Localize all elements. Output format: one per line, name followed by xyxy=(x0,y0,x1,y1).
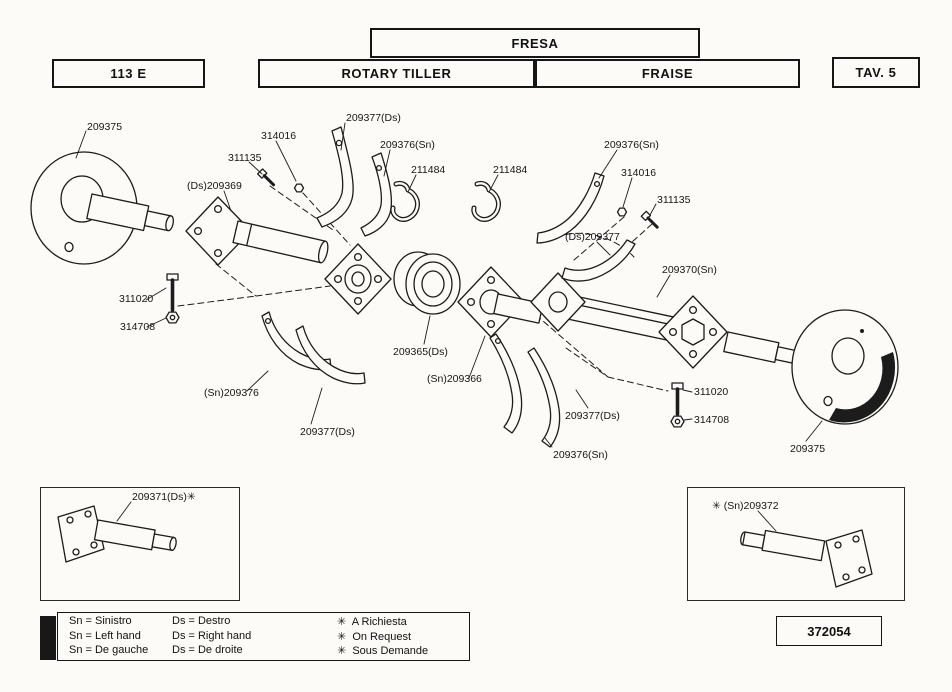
leader-line xyxy=(805,420,823,442)
legend-row: Sn = Sinistro Ds = Destro ✳ A Richiesta xyxy=(58,615,469,630)
part-label: 314708 xyxy=(694,414,730,426)
leader-line xyxy=(310,387,323,425)
leader-line xyxy=(246,370,269,392)
binding-mark xyxy=(40,616,56,660)
part-label: 209371(Ds)✳ xyxy=(132,491,196,503)
leader-line xyxy=(145,287,167,301)
part-label: 311020 xyxy=(119,293,154,305)
part-label: (Sn)209366 xyxy=(427,373,482,385)
part-label: 314708 xyxy=(120,321,156,333)
legend-star-it: ✳ A Richiesta xyxy=(337,616,407,628)
inset-box-left-part xyxy=(40,487,240,601)
right-disc-art xyxy=(791,309,899,425)
leader-lines xyxy=(75,122,823,532)
header-table-number: TAV. 5 xyxy=(832,57,920,88)
leader-line xyxy=(407,174,417,193)
leader-line xyxy=(223,190,232,212)
part-label: 209376(Sn) xyxy=(380,139,435,151)
header-model-code: 113 E xyxy=(52,59,205,88)
leader-line xyxy=(575,389,589,409)
part-label: 314016 xyxy=(261,130,297,142)
leader-line xyxy=(622,177,633,208)
part-label: 209370(Sn) xyxy=(662,264,717,276)
leader-line xyxy=(649,203,657,216)
leader-line xyxy=(116,501,132,522)
leader-line xyxy=(275,140,297,182)
leader-line xyxy=(544,437,553,448)
legend-sn-en: Sn = Left hand xyxy=(69,629,141,642)
bolts-art xyxy=(165,168,685,428)
legend-row: Sn = De gauche Ds = De droite ✳ Sous Dem… xyxy=(58,644,469,659)
part-label: 209375 xyxy=(87,121,123,133)
leader-line xyxy=(75,130,87,159)
legend-sn-it: Sn = Sinistro xyxy=(69,615,132,627)
leader-line xyxy=(683,418,693,421)
leader-line xyxy=(598,149,618,179)
blades-art xyxy=(261,126,636,448)
header-title-fresa: FRESA xyxy=(370,28,700,58)
leader-line xyxy=(248,161,263,175)
left-flange-shaft-art xyxy=(185,196,329,266)
legend-ds-it: Ds = Destro xyxy=(172,615,231,627)
legend-row: Sn = Left hand Ds = Right hand ✳ On Requ… xyxy=(58,630,469,645)
leader-line xyxy=(757,510,777,532)
part-label: 209376(Sn) xyxy=(604,139,659,151)
leader-line xyxy=(488,174,499,193)
clip-hooks-art xyxy=(390,180,501,222)
part-label: 211484 xyxy=(493,164,528,176)
legend-box: Sn = Sinistro Ds = Destro ✳ A Richiesta … xyxy=(57,612,470,661)
leader-line xyxy=(656,274,671,298)
center-right-flange-art xyxy=(457,266,525,338)
bearing-art xyxy=(393,251,461,315)
leader-line xyxy=(383,149,391,177)
part-label: 209375 xyxy=(790,443,826,455)
part-label: ✳ (Sn)209372 xyxy=(712,500,779,512)
legend-sn-fr: Sn = De gauche xyxy=(69,644,149,656)
part-label: 314016 xyxy=(621,167,657,179)
part-label: 311020 xyxy=(694,386,729,398)
header-title-fr: FRAISE xyxy=(535,59,800,88)
legend-ds-en: Ds = Right hand xyxy=(172,629,252,642)
part-label: 209377(Ds) xyxy=(565,410,620,422)
leader-line xyxy=(468,335,486,379)
part-label: (Sn)209376 xyxy=(204,387,259,399)
leader-line xyxy=(146,317,167,328)
center-left-flange-art xyxy=(324,243,392,315)
legend-ds-fr: Ds = De droite xyxy=(172,644,243,656)
part-label: 209377(Ds) xyxy=(300,426,355,438)
leader-line xyxy=(596,241,611,256)
leader-line xyxy=(340,122,346,151)
part-label: 211484 xyxy=(411,164,446,176)
part-label: 311135 xyxy=(657,194,691,206)
leader-line xyxy=(682,389,693,393)
plate-number-box: 372054 xyxy=(776,616,882,646)
legend-star-en: ✳ On Request xyxy=(337,630,412,643)
part-label: 209365(Ds) xyxy=(393,346,448,358)
inset-right-part-art xyxy=(740,529,873,588)
header-title-en: ROTARY TILLER xyxy=(258,59,535,88)
right-shaft-art xyxy=(493,272,805,369)
legend-star-fr: ✳ Sous Demande xyxy=(337,645,429,657)
part-label: 209376(Sn) xyxy=(553,449,608,461)
part-label: 311135 xyxy=(228,152,262,164)
inset-box-right-part xyxy=(687,487,905,601)
part-label: (Ds)209377 xyxy=(565,231,620,243)
left-hub-shaft-art xyxy=(86,193,175,232)
leader-line xyxy=(423,315,431,345)
inset-left-part-art xyxy=(57,505,177,563)
part-label: 209377(Ds) xyxy=(346,112,401,124)
part-label: (Ds)209369 xyxy=(187,180,242,192)
